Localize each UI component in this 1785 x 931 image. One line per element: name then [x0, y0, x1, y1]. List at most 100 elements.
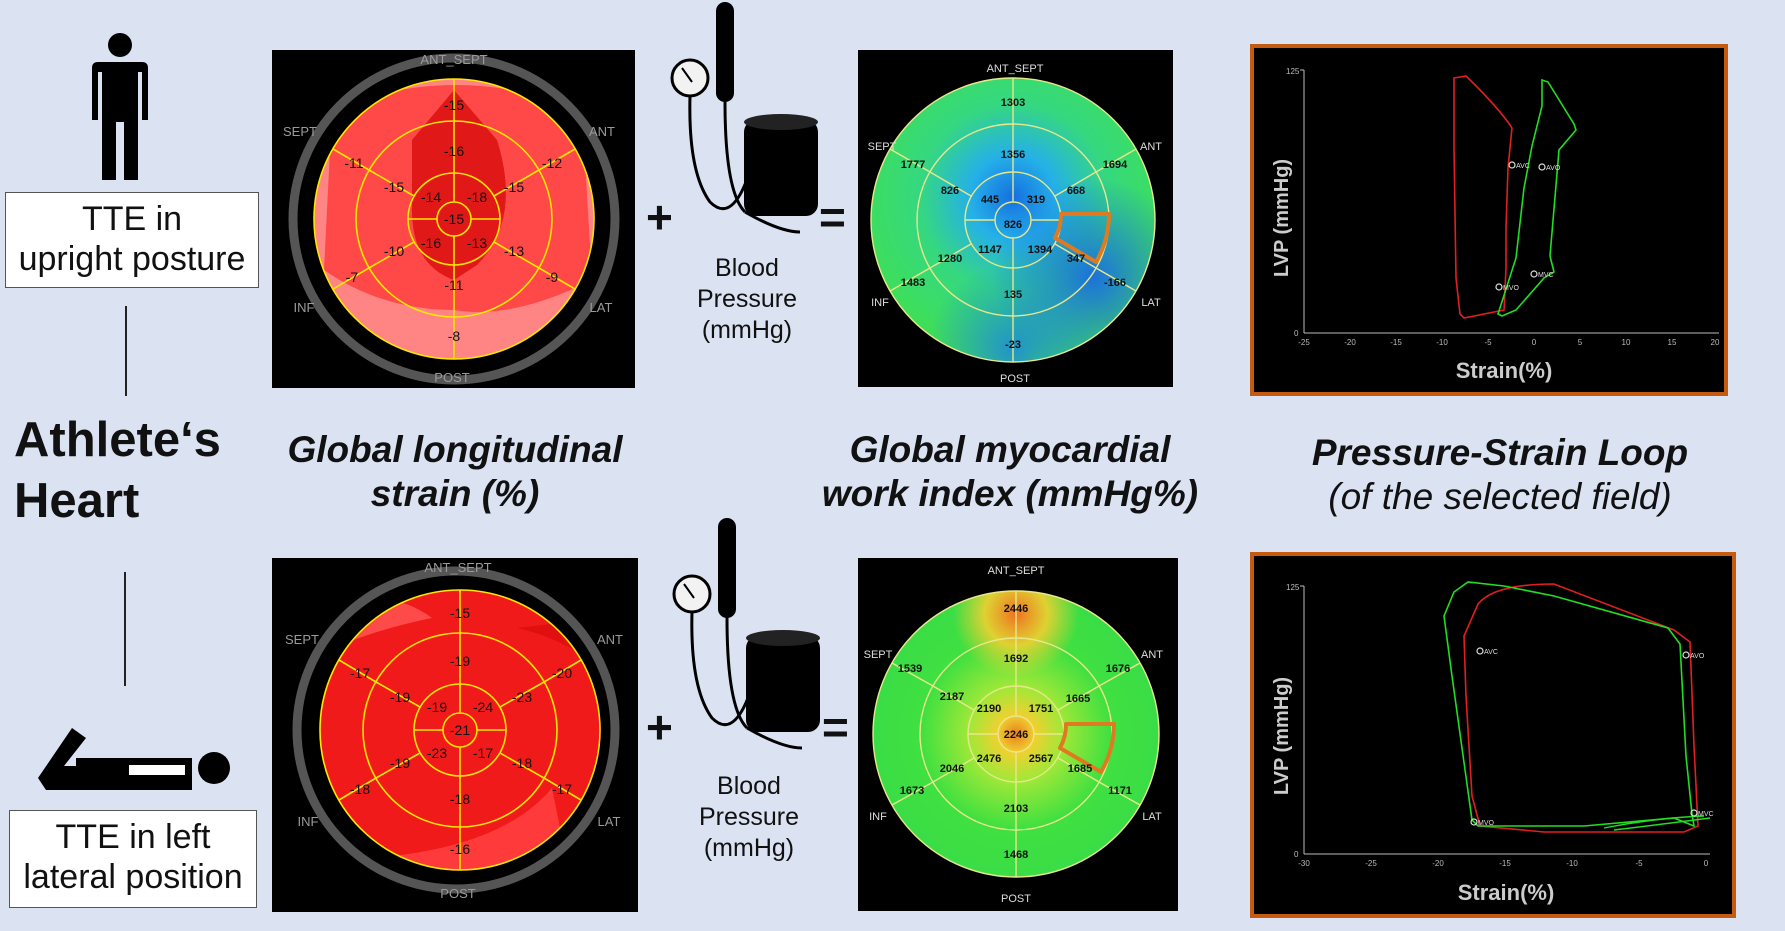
loop-up-ylabel: LVP (mmHg)	[1271, 159, 1293, 277]
gwi-title: Global myocardial work index (mmHg%)	[820, 428, 1200, 516]
gls-lat-mid-6: -19	[390, 689, 410, 705]
loop-lat-xt-1: -30	[1298, 859, 1310, 868]
loop-up-xt-10: 20	[1711, 338, 1720, 347]
loop-up-xt-2: -20	[1344, 338, 1356, 347]
loop-up-xt-8: 10	[1622, 338, 1631, 347]
standing-person-icon	[84, 32, 156, 187]
gls-lat-mid-4: -18	[450, 791, 470, 807]
loop-up-x-ticks: -25 -20 -15 -10 -5 0 5 10 15 20	[1298, 338, 1720, 347]
psl-title-line1: Pressure-Strain Loop	[1311, 432, 1689, 473]
psl-title-line2: (of the selected field)	[1328, 476, 1672, 517]
gwi-up-basal-1: 1303	[1001, 97, 1025, 109]
loop-up-yt-0: 0	[1294, 329, 1299, 338]
gwi-lat-mid-2: 1665	[1066, 693, 1090, 705]
gls-up-basal-2: -12	[542, 155, 562, 171]
loop-up-xt-9: 15	[1668, 338, 1677, 347]
gwi-lat-basal-2: 1676	[1106, 663, 1130, 675]
gls-lat-basal-1: -15	[450, 605, 470, 621]
gls-title-line1: Global longitudinal	[287, 429, 623, 470]
gwi-lat-label-lat: LAT	[1142, 811, 1162, 823]
gwi-lat-mid-3: 1685	[1068, 763, 1092, 775]
gls-lat-label-post: POST	[440, 886, 475, 901]
gls-lat-mid-3: -18	[512, 755, 532, 771]
loop-up-xlabel: Strain(%)	[1456, 358, 1553, 383]
gwi-up-mid-1: 1356	[1001, 149, 1025, 161]
lateral-position-label: TTE in left lateral position	[9, 810, 257, 908]
gwi-lat-label-ant: ANT	[1141, 649, 1163, 661]
athlete-title-line1: Athlete‘s	[14, 413, 221, 467]
gwi-up-basal-2: 1694	[1103, 159, 1128, 171]
gls-up-basal-1: -15	[444, 97, 464, 113]
plus-operator-top: +	[646, 191, 673, 243]
gwi-up-basal-6: 1777	[901, 159, 925, 171]
plus-operator-bottom: +	[646, 701, 673, 753]
gwi-bullseye-upright: 1303 1694 -166 -23 1483 1777 1356 668 34…	[858, 50, 1173, 387]
gwi-bullseye-lateral: 2446 1676 1171 1468 1673 1539 1692 1665 …	[858, 558, 1178, 911]
loop-lat-xt-6: -5	[1635, 859, 1643, 868]
loop-lat-ylabel: LVP (mmHg)	[1271, 677, 1293, 795]
loop-up-xt-6: 0	[1532, 338, 1537, 347]
bp-label-bottom-line2: Pressure	[698, 803, 800, 831]
gwi-up-apical-4: 445	[981, 194, 999, 206]
lying-person-icon	[36, 724, 232, 795]
athlete-title-line2: Heart	[14, 474, 140, 528]
bp-label-bottom-line1: Blood	[717, 772, 781, 800]
gls-up-mid-5: -10	[384, 243, 404, 259]
gwi-up-apical-2: 1394	[1028, 244, 1053, 256]
loop-up-mvo: MVO	[1503, 285, 1520, 292]
bp-label-top: Blood Pressure (mmHg)	[686, 253, 808, 346]
gls-title: Global longitudinal strain (%)	[270, 428, 640, 516]
gwi-title-line2: work index (mmHg%)	[821, 473, 1199, 514]
loop-lat-mvo: MVO	[1478, 820, 1495, 827]
gls-lat-apical-4: -19	[427, 699, 447, 715]
loop-up-xt-7: 5	[1578, 338, 1583, 347]
gls-lat-apex: -21	[450, 722, 470, 738]
gls-up-apical-2: -13	[467, 235, 487, 251]
gls-lat-mid-5: -19	[390, 755, 410, 771]
gwi-up-basal-4: -23	[1005, 339, 1021, 351]
gls-bullseye-lateral: -15 -20 -17 -16 -18 -17 -19 -23 -18 -18 …	[272, 558, 638, 912]
gwi-lat-label-inf: INF	[869, 811, 887, 823]
gwi-up-label-lat: LAT	[1141, 297, 1161, 309]
gwi-up-basal-5: 1483	[901, 277, 925, 289]
gwi-lat-apical-1: 1751	[1029, 703, 1053, 715]
athletes-heart-title: Athlete‘s Heart	[14, 410, 221, 532]
gls-lat-label-lat: LAT	[598, 814, 621, 829]
gwi-up-mid-3: 347	[1067, 253, 1085, 265]
gwi-lat-mid-5: 2046	[940, 763, 964, 775]
gwi-up-mid-2: 668	[1067, 185, 1085, 197]
gwi-lat-label-post: POST	[1001, 893, 1031, 905]
gwi-lat-label-sept: SEPT	[864, 649, 893, 661]
gwi-up-label-post: POST	[1000, 373, 1030, 385]
loop-up-xt-3: -15	[1390, 338, 1402, 347]
gwi-lat-basal-5: 1673	[900, 785, 924, 797]
loop-up-avc: AVC	[1516, 163, 1530, 170]
gls-lat-label-top: ANT_SEPT	[424, 560, 491, 575]
loop-up-mvc: MVC	[1538, 272, 1554, 279]
equals-operator-top: =	[819, 191, 846, 243]
psl-title: Pressure-Strain Loop (of the selected fi…	[1290, 431, 1710, 519]
bp-label-top-line2: Pressure	[696, 285, 798, 313]
gls-up-basal-5: -7	[346, 269, 359, 285]
gls-up-label-post: POST	[434, 370, 469, 385]
loop-lat-xlabel: Strain(%)	[1458, 880, 1555, 905]
loop-lat-avc: AVC	[1484, 649, 1498, 656]
gwi-up-mid-6: 826	[941, 185, 959, 197]
gls-up-apical-4: -14	[421, 189, 441, 205]
gwi-lat-mid-6: 2187	[940, 691, 964, 703]
loop-lat-xt-3: -20	[1432, 859, 1444, 868]
loop-lat-yt-125: 125	[1286, 583, 1300, 592]
bp-label-top-line3: (mmHg)	[701, 316, 793, 344]
bp-label-bottom-line3: (mmHg)	[703, 834, 795, 862]
loop-up-yt-125: 125	[1286, 67, 1300, 76]
gls-up-label-top: ANT_SEPT	[420, 52, 487, 67]
bp-label-top-line1: Blood	[715, 254, 779, 282]
gls-lat-mid-1: -19	[450, 653, 470, 669]
gls-upright-values: -15 -12 -9 -8 -7 -11 -16 -15 -13 -11 -10…	[344, 97, 562, 344]
gwi-lat-label-top: ANT_SEPT	[988, 565, 1045, 577]
gwi-lat-apical-4: 2190	[977, 703, 1001, 715]
gls-lat-label-sept: SEPT	[285, 632, 319, 647]
gls-up-basal-6: -11	[344, 155, 363, 171]
gls-lat-apical-3: -23	[427, 745, 447, 761]
gls-lat-apical-2: -17	[473, 745, 493, 761]
